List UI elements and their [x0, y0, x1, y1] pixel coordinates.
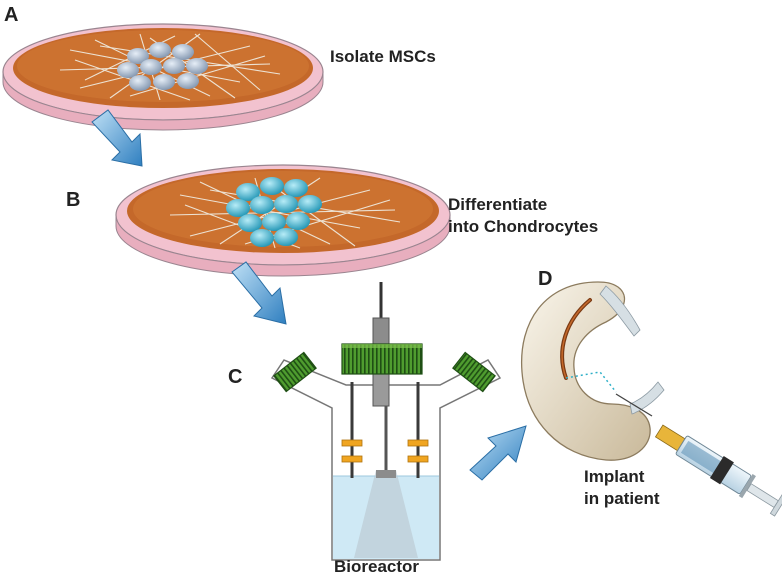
panel-label-a: A	[4, 4, 19, 26]
caption-differentiate-line2: into Chondrocytes	[448, 217, 599, 236]
bioreactor	[270, 282, 502, 561]
knee-cartilage	[520, 281, 665, 461]
caption-implant-line2: in patient	[584, 489, 660, 508]
panel-label-c: C	[228, 366, 243, 388]
caption-implant-line1: Implant	[584, 467, 645, 486]
caption-differentiate-line1: Differentiate	[448, 195, 548, 214]
caption-isolate-mscs: Isolate MSCs	[330, 47, 436, 66]
panel-label-b: B	[66, 189, 81, 211]
probe-clips	[341, 439, 429, 463]
arrow-c-to-d	[469, 425, 527, 481]
msc-cells	[117, 42, 208, 91]
syringe	[615, 393, 782, 517]
arrow-a-to-b	[91, 109, 143, 167]
arrow-b-to-c	[231, 261, 287, 325]
caption-bioreactor: Bioreactor	[334, 557, 420, 576]
petri-dish-b	[115, 164, 451, 277]
panel-label-d: D	[538, 268, 553, 290]
caption-differentiate: Differentiate into Chondrocytes	[448, 194, 598, 238]
petri-dish-a	[2, 23, 324, 131]
chondrocytes	[226, 177, 322, 247]
caption-implant: Implant in patient	[584, 466, 660, 510]
